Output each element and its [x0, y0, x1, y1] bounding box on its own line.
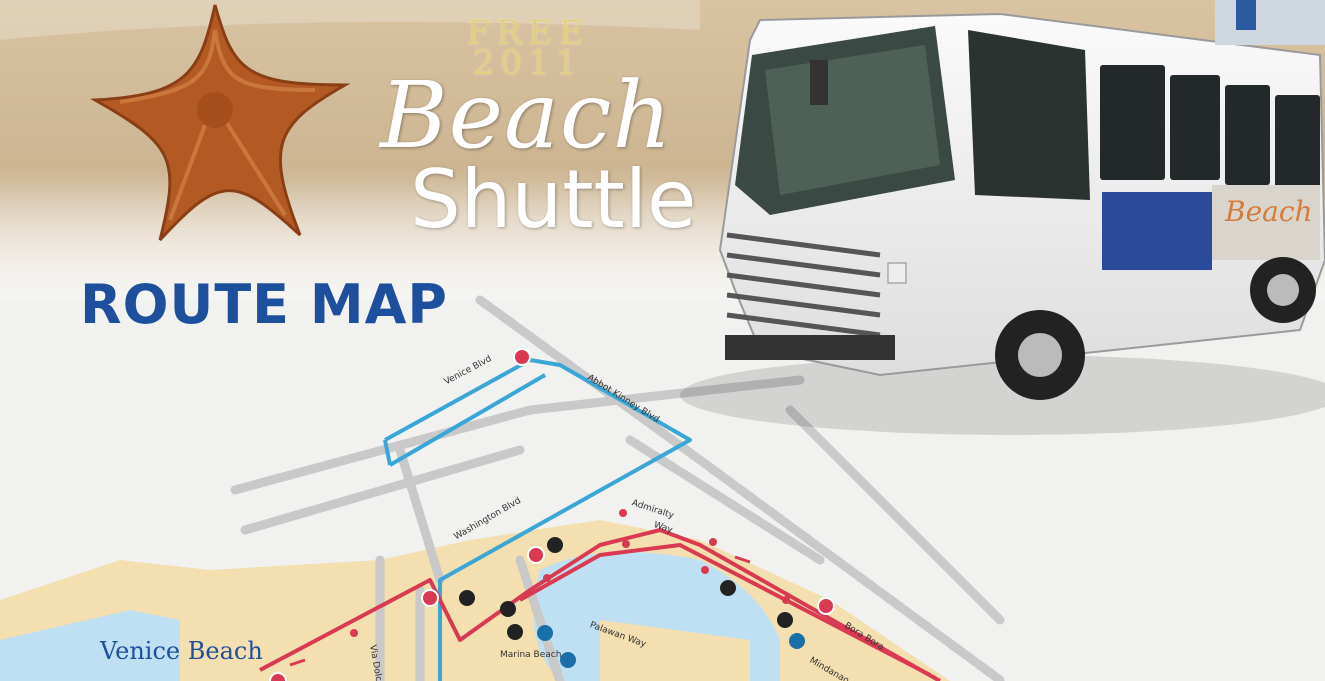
title-shuttle: Shuttle: [410, 153, 697, 246]
route-map-heading: ROUTE MAP: [80, 273, 448, 336]
map-area: [0, 295, 1005, 681]
shoreline-streak: [0, 0, 700, 40]
title-beach: Beach: [380, 62, 673, 169]
bus-side-logo: Beach: [1225, 195, 1313, 228]
free-text: FREE: [466, 13, 590, 53]
label-marina-beach: Marina Beach: [500, 650, 562, 660]
starfish-graphic: [89, 4, 351, 242]
year-text: 2011: [472, 43, 584, 83]
venice-beach-label: Venice Beach: [100, 637, 263, 665]
shuttle-bus-graphic: [680, 0, 1325, 435]
free-2011-label: FREE 2011: [448, 13, 608, 83]
